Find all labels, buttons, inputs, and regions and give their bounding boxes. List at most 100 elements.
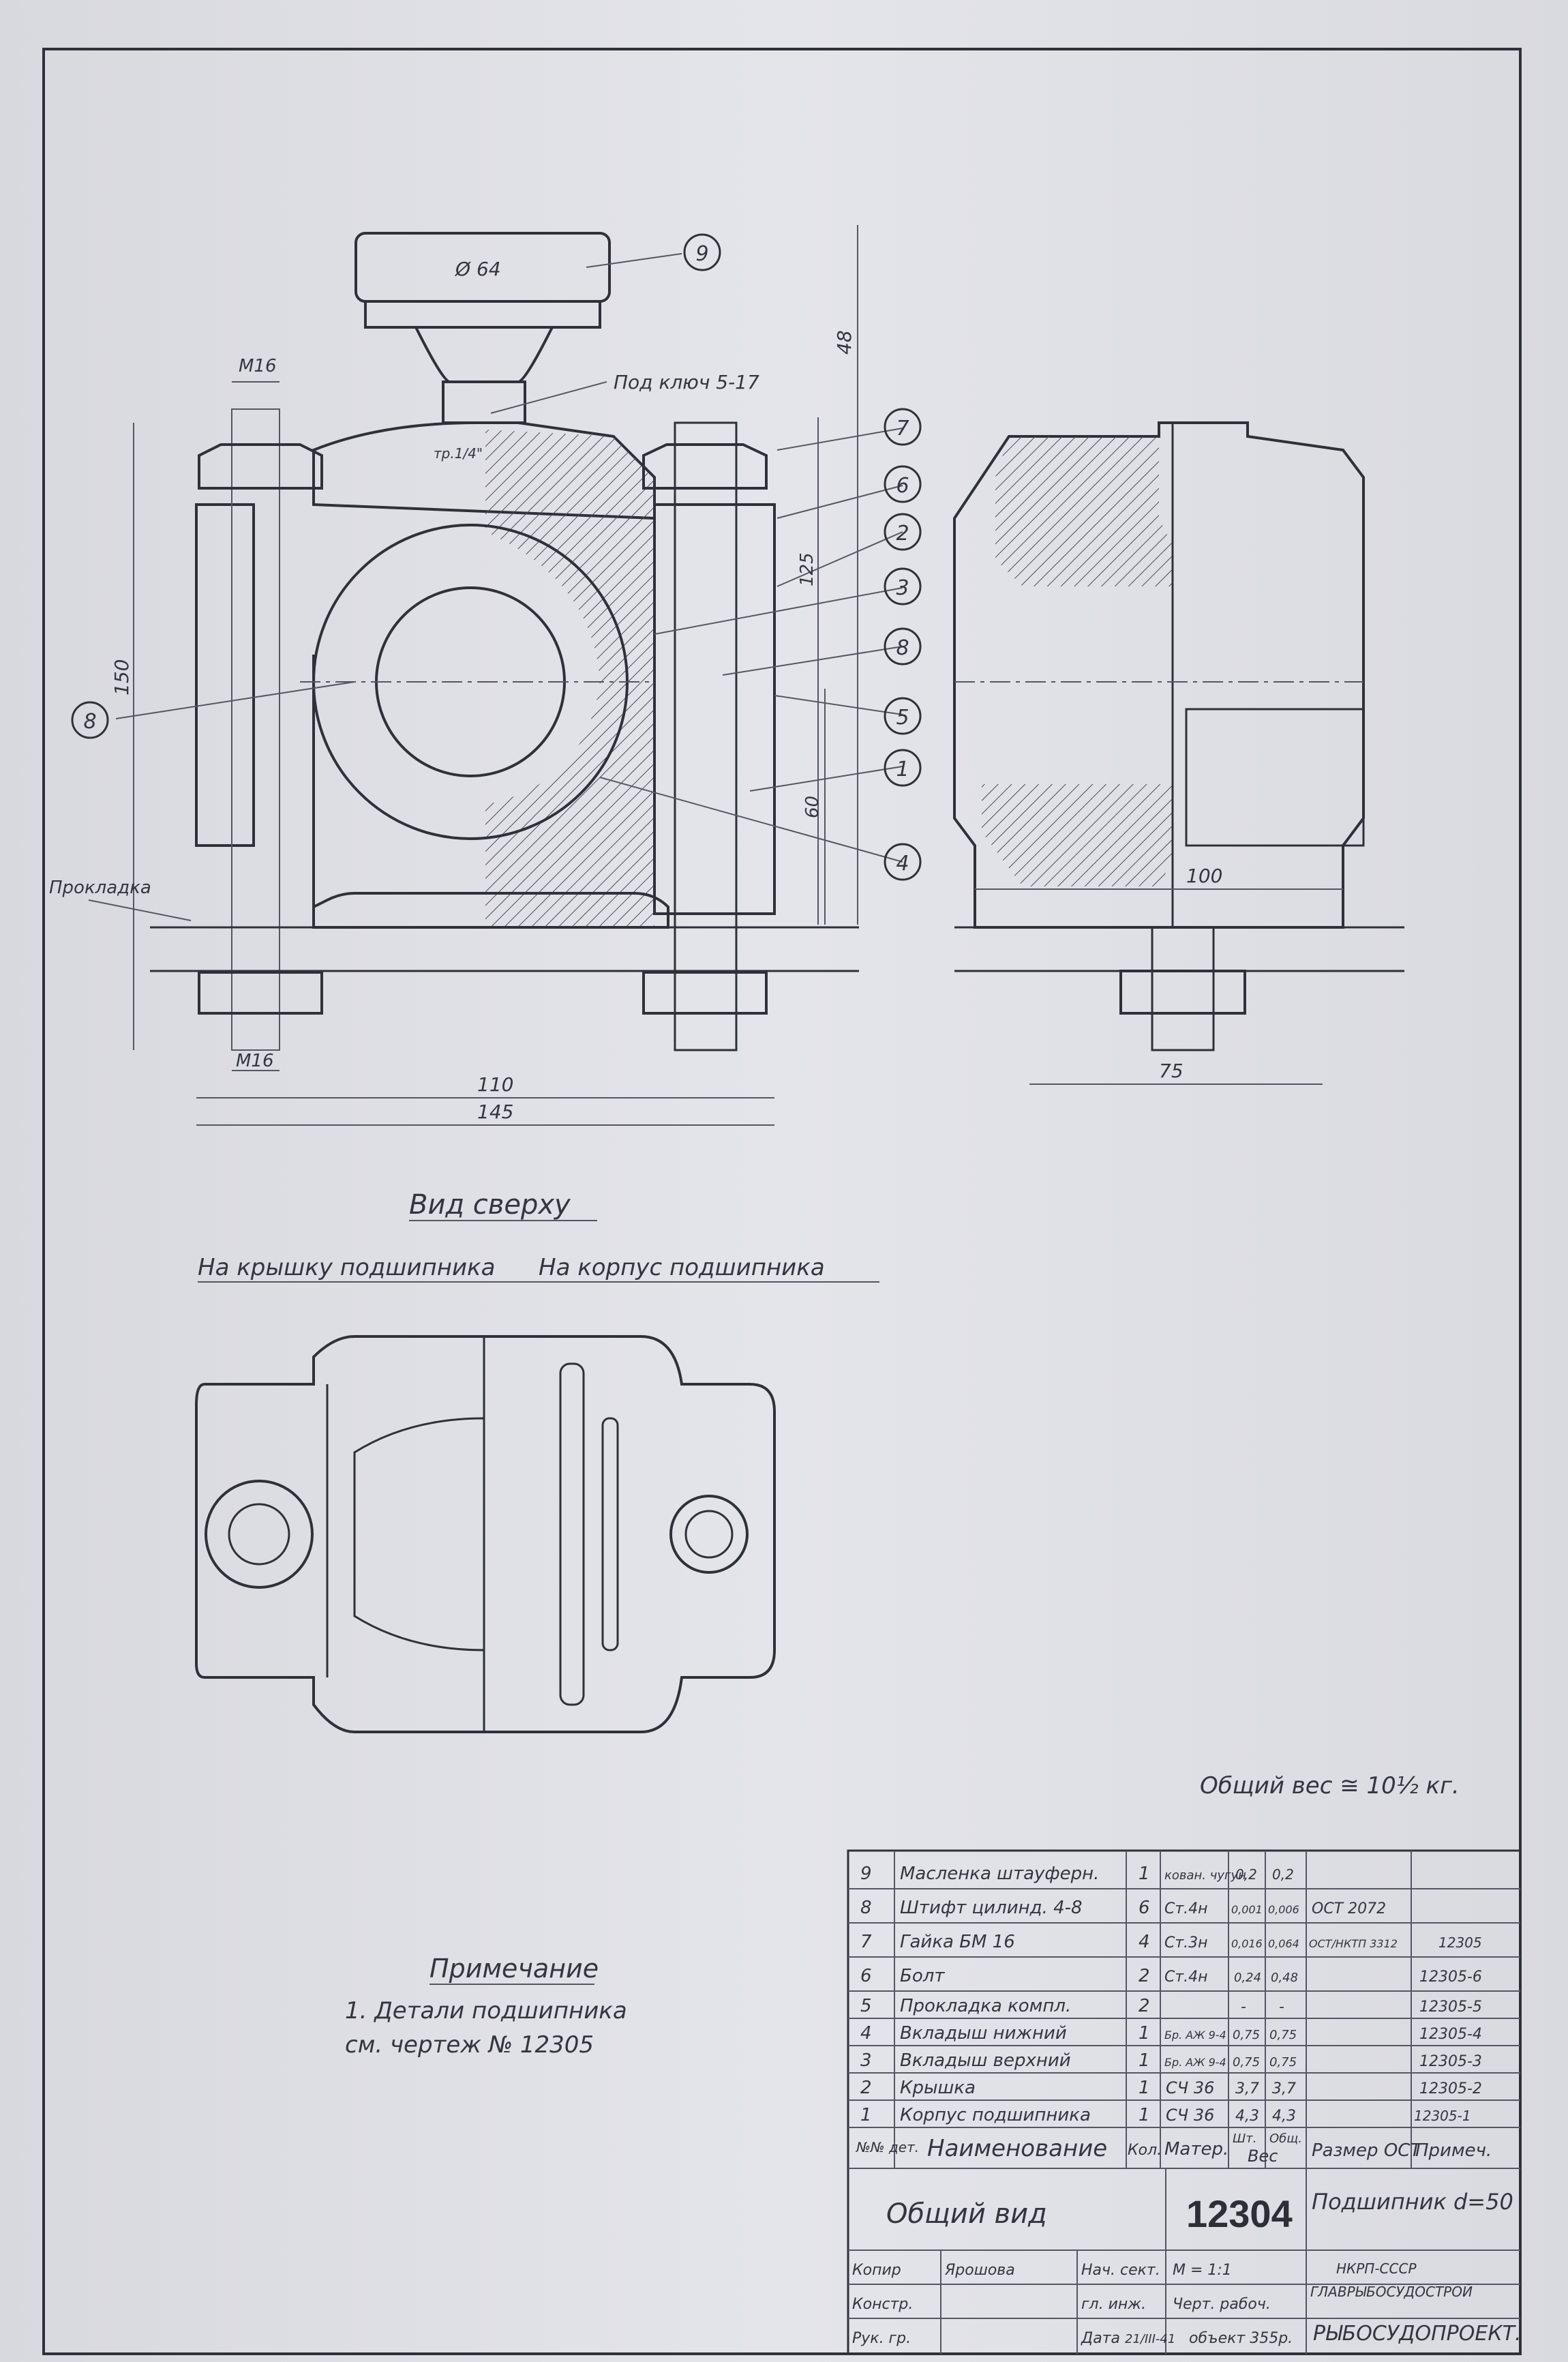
row-name: Болт (900, 1966, 945, 1986)
callout-8: 8 (896, 636, 909, 660)
header-ves: Вес (1248, 2147, 1278, 2166)
callout-2: 2 (896, 522, 909, 545)
role-1: Копир (852, 2262, 901, 2279)
row-w1: 0,75 (1233, 2028, 1260, 2042)
callout-8-left: 8 (83, 710, 96, 734)
row-no: 9 (860, 1864, 872, 1884)
row-name: Вкладыш верхний (900, 2050, 1071, 2071)
row-w2: 0,006 (1268, 1903, 1299, 1916)
callout-9: 9 (695, 242, 708, 266)
row-name: Гайка БМ 16 (900, 1932, 1015, 1952)
role-2: Констр. (852, 2296, 913, 2313)
row-w2: - (1279, 1999, 1284, 2016)
top-outline (195, 1335, 776, 1733)
dim-100: 100 (1186, 865, 1222, 887)
total-weight: Общий вес ≅ 10½ кг. (1200, 1772, 1460, 1799)
role2-2: гл. инж. (1081, 2296, 1146, 2313)
parts-table: 9 Масленка штауферн. 1 кован. чугун 0,2 … (847, 1849, 1522, 2355)
header-mat: Матер. (1164, 2139, 1228, 2159)
org-2: ГЛАВРЫБОСУДОСТРОЙ (1310, 2284, 1473, 2300)
dim-150: 150 (110, 659, 133, 696)
top-nut-left (205, 1480, 314, 1589)
row-note: 12305-4 (1419, 2026, 1482, 2043)
label-tr: тр.1/4" (434, 445, 483, 462)
row-qty: 6 (1139, 1898, 1150, 1918)
row-name: Корпус подшипника (900, 2105, 1091, 2125)
row-note: 12305-6 (1419, 1969, 1482, 1986)
row-w2: 4,3 (1272, 2108, 1296, 2125)
right-boss (653, 503, 776, 915)
row-qty: 1 (1139, 2105, 1150, 2125)
row-qty: 2 (1139, 1966, 1150, 1986)
bearing-cap (312, 421, 656, 520)
top-view-label-left: На крышку подшипника (198, 1254, 495, 1281)
row-mat: Ст.4н (1164, 1900, 1208, 1917)
row-note: 12305-2 (1419, 2080, 1482, 2097)
left-boss (195, 503, 255, 847)
top-view-label-right: На корпус подшипника (539, 1254, 825, 1281)
row-w1: 0,2 (1235, 1866, 1257, 1883)
label-pod-klyuch: Под ключ 5-17 (614, 371, 759, 393)
row-mat: кован. чугун (1164, 1868, 1246, 1883)
side-view: 100 75 (953, 421, 1404, 1085)
row-no: 5 (860, 1996, 872, 2016)
row-mat: Ст.3н (1164, 1934, 1208, 1952)
row-mat: СЧ 36 (1166, 2106, 1214, 2125)
section-hatch (485, 430, 654, 927)
row-qty: 1 (1139, 1864, 1150, 1884)
name-1: Ярошова (944, 2262, 1015, 2279)
row-no: 4 (860, 2023, 872, 2044)
top-bore (353, 1417, 485, 1651)
row-mat: Бр. АЖ 9-4 (1164, 2056, 1226, 2069)
front-view: 9 7 6 2 3 8 5 1 4 8 M16 Под ключ 5-17 тр… (49, 225, 922, 1126)
row-std: ОСТ/НКТП 3312 (1309, 1937, 1398, 1950)
row-qty: 1 (1139, 2050, 1150, 2071)
row-no: 2 (860, 2078, 872, 2098)
label-prokladka: Прокладка (49, 878, 151, 898)
row-w1: 0,016 (1231, 1937, 1263, 1950)
label-knurl: Ø 64 (455, 258, 501, 280)
row-w1: 0,24 (1234, 1971, 1261, 1985)
row-note: 12305-5 (1419, 1999, 1482, 2016)
note-line-2: см. чертеж № 12305 (345, 2031, 594, 2059)
row-w2: 0,75 (1269, 2028, 1297, 2042)
role2-1: Нач. сект. (1081, 2262, 1160, 2279)
bearing-body (312, 655, 669, 929)
note-line-1: 1. Детали подшипника (345, 1997, 627, 2024)
lubricator (355, 232, 611, 424)
header-std: Размер ОСТ (1312, 2140, 1422, 2161)
dim-m16-top: M16 (239, 356, 277, 376)
title-view: Общий вид (886, 2198, 1047, 2230)
dim-75: 75 (1159, 1060, 1183, 1082)
dim-60: 60 (802, 796, 823, 818)
row-note: 12305-3 (1419, 2053, 1482, 2070)
dim-125: 125 (797, 552, 817, 586)
top-view: Вид сверху На крышку подшипника На корпу… (195, 1189, 879, 1733)
row-mat: СЧ 36 (1166, 2078, 1214, 2097)
row-note: 12305 (1438, 1934, 1482, 1951)
drawing-number: 12304 (1186, 2192, 1293, 2235)
dim-145: 145 (477, 1101, 513, 1123)
header-note: Примеч. (1415, 2140, 1492, 2161)
row-name: Крышка (900, 2078, 976, 2098)
row-no: 6 (860, 1966, 872, 1986)
right-bolt (674, 421, 738, 1051)
row-w1: 3,7 (1235, 2080, 1259, 2097)
row-w2: 0,2 (1272, 1866, 1294, 1883)
row-w1: - (1241, 1999, 1246, 2016)
row-name: Вкладыш нижний (900, 2023, 1067, 2044)
dim-m16-bottom: M16 (236, 1051, 274, 1071)
note-title: Примечание (429, 1954, 599, 1984)
row-name: Масленка штауферн. (900, 1864, 1099, 1884)
row-no: 8 (860, 1898, 872, 1918)
row-no: 3 (860, 2050, 872, 2071)
side-body-outline (953, 421, 1365, 929)
row-no: 7 (860, 1932, 872, 1952)
row-mat: Ст.4н (1164, 1969, 1208, 1986)
table-header: №№ дет. Наименование Кол. Матер. Шт. Общ… (856, 2132, 1492, 2166)
side-hatch-bottom (982, 784, 1173, 886)
date: 21/III-41 (1125, 2332, 1175, 2346)
sheet-frame (42, 48, 1522, 2355)
